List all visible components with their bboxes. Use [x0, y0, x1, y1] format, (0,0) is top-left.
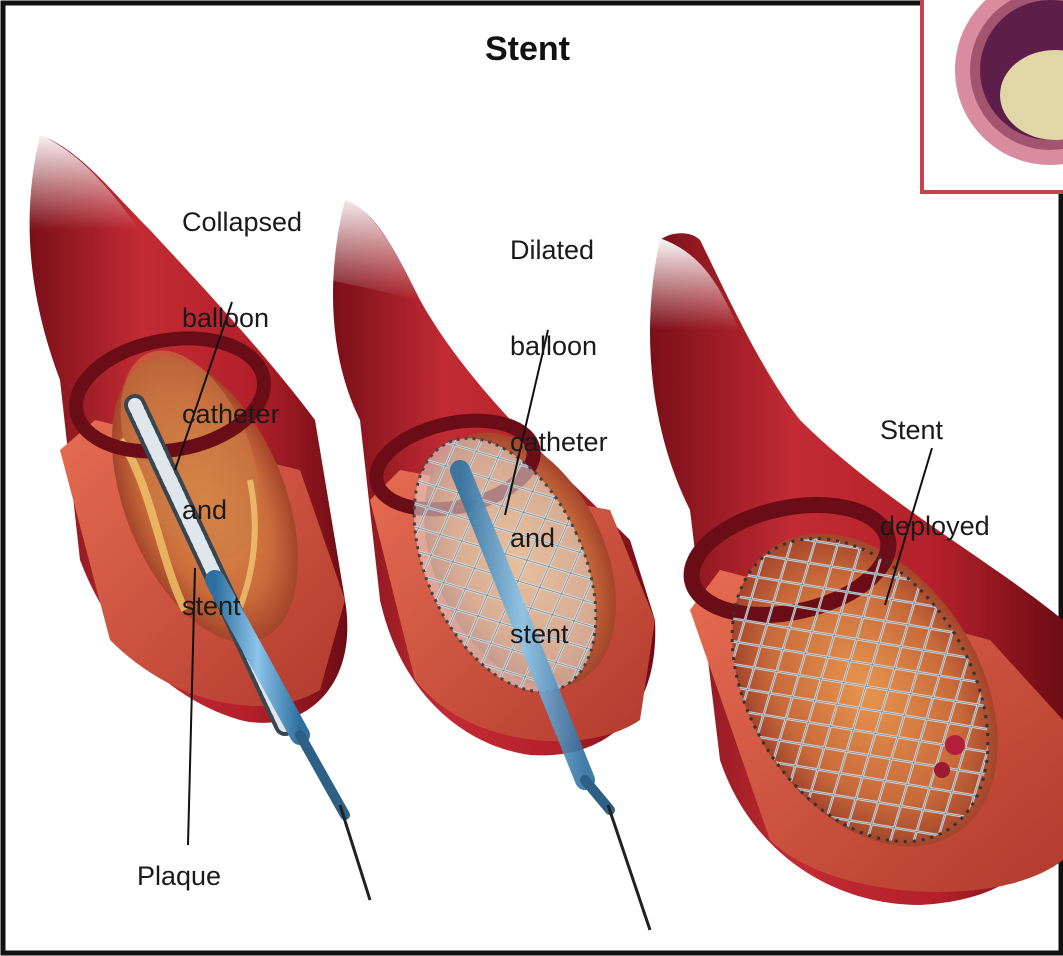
- label-line: stent: [182, 590, 302, 622]
- label-line: catheter: [510, 426, 608, 458]
- label-stent-deployed: Stent deployed: [880, 350, 990, 574]
- label-line: catheter: [182, 398, 302, 430]
- label-line: Stent: [880, 414, 990, 446]
- label-line: and: [510, 522, 608, 554]
- label-line: Collapsed: [182, 206, 302, 238]
- label-collapsed-balloon: Collapsed balloon catheter and stent: [182, 142, 302, 654]
- label-line: balloon: [182, 302, 302, 334]
- label-line: stent: [510, 618, 608, 650]
- label-plaque: Plaque: [137, 860, 221, 892]
- label-dilated-balloon: Dilated balloon catheter and stent: [510, 170, 608, 682]
- label-line: deployed: [880, 510, 990, 542]
- cross-section-inset: [922, 0, 1063, 192]
- label-line: Dilated: [510, 234, 608, 266]
- label-line: balloon: [510, 330, 608, 362]
- artery-stent-deployed: [646, 233, 1063, 905]
- label-line: and: [182, 494, 302, 526]
- diagram-title: Stent: [485, 30, 570, 69]
